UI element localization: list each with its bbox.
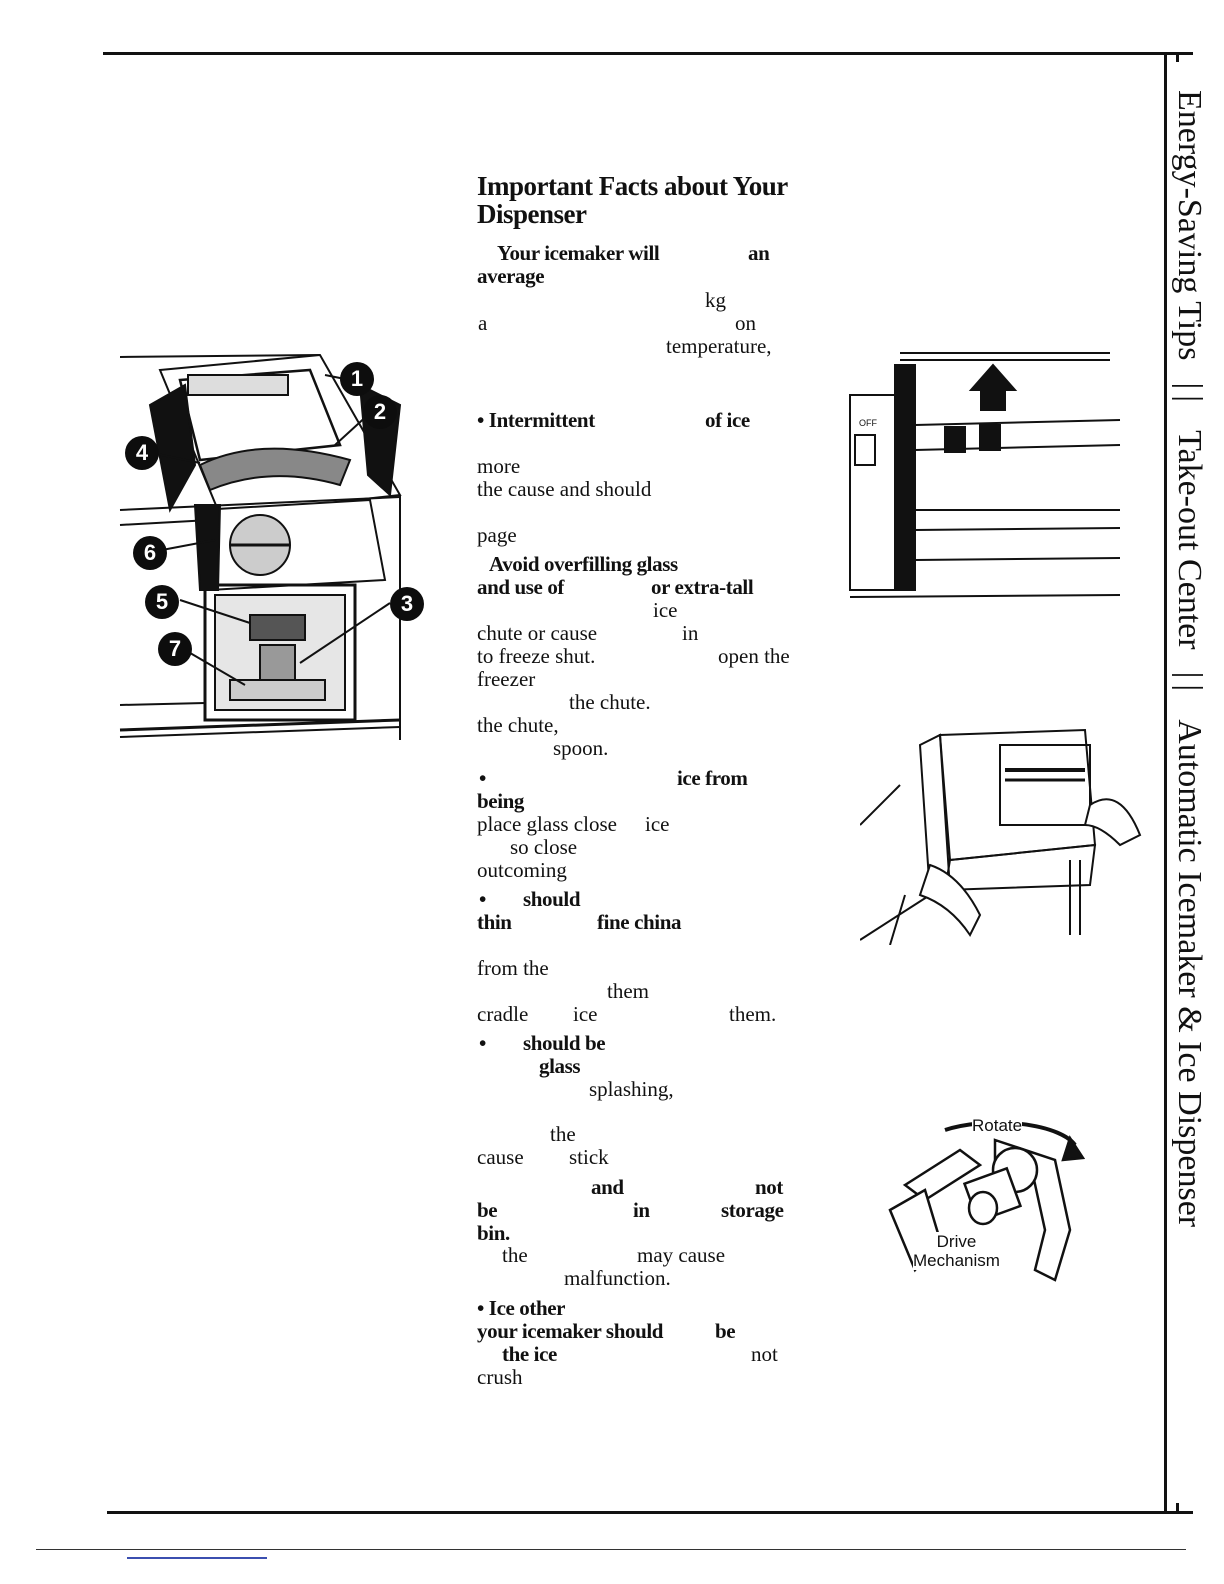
section-side-tab: Energy-Saving Tips || Take-out Center ||… (1170, 90, 1208, 1227)
side-tab-take-out: Take-out Center (1171, 430, 1208, 650)
text-fragment: ice from (677, 766, 748, 790)
drive-mechanism-label: Drive Mechanism (913, 1232, 1000, 1270)
text-fragment: cradle (477, 1002, 529, 1026)
dispenser-cutaway-drawing (119, 353, 402, 740)
text-fragment: ice (653, 598, 678, 622)
text-fragment: • (479, 1031, 486, 1055)
text-fragment: kg (705, 288, 726, 312)
text-fragment: • Intermittent (477, 408, 595, 432)
side-tab-energy-saving: Energy-Saving Tips (1171, 90, 1208, 361)
text-fragment: outcoming (477, 858, 567, 882)
text-fragment: and use of (477, 575, 565, 599)
text-fragment: the (550, 1122, 576, 1146)
text-fragment: glass (539, 1054, 581, 1078)
side-tab-separator: || (1171, 382, 1208, 409)
text-fragment: the cause and should (477, 477, 652, 501)
footer-rule (36, 1549, 1186, 1550)
text-fragment: on (735, 311, 756, 335)
text-fragment: • Ice other (477, 1296, 566, 1320)
section-title: Important Facts about Your Dispenser (477, 172, 788, 228)
callout-4: 4 (125, 436, 159, 470)
text-fragment: an (748, 241, 770, 265)
text-fragment: should (523, 887, 581, 911)
text-fragment: them (607, 979, 649, 1003)
drive-mechanism-illustration: Rotate Drive Mechanism (885, 1090, 1085, 1290)
text-fragment: the chute. (569, 690, 651, 714)
ice-bin-lift-drawing (849, 352, 1121, 598)
text-fragment: or extra-tall (651, 575, 754, 599)
rotate-label: Rotate (972, 1116, 1023, 1135)
bottom-page-rule (107, 1511, 1193, 1514)
text-fragment: malfunction. (564, 1266, 671, 1290)
text-fragment: page (477, 523, 517, 547)
text-fragment: stick (569, 1145, 609, 1169)
text-fragment: average (477, 264, 545, 288)
text-fragment: temperature, (666, 334, 772, 358)
text-fragment: them. (729, 1002, 777, 1026)
text-fragment: • (479, 766, 486, 790)
text-fragment: and (591, 1175, 624, 1199)
text-fragment: Your icemaker will (497, 241, 660, 265)
right-vertical-rule (1164, 54, 1167, 1514)
text-fragment: the (502, 1243, 528, 1267)
right-tick-bottom (1176, 1503, 1179, 1514)
text-fragment: more (477, 454, 521, 478)
right-tick-top (1176, 52, 1179, 62)
ice-bin-lift-illustration: OFF (845, 345, 1130, 605)
text-fragment: freezer (477, 667, 536, 691)
text-fragment: to freeze shut. (477, 644, 596, 668)
side-tab-icemaker: Automatic Icemaker & Ice Dispenser (1171, 719, 1208, 1228)
text-fragment: chute or cause (477, 621, 598, 645)
drive-label-line1: Drive (936, 1232, 977, 1251)
text-fragment: be (477, 1198, 498, 1222)
off-switch-label: OFF (859, 418, 877, 428)
text-fragment: thin (477, 910, 512, 934)
text-fragment: a (478, 311, 488, 335)
text-fragment: may cause (637, 1243, 726, 1267)
callout-3: 3 (390, 587, 424, 621)
text-fragment: from the (477, 956, 549, 980)
text-fragment: spoon. (553, 736, 609, 760)
text-fragment: place glass close (477, 812, 617, 836)
dispenser-cutaway-illustration: 1 2 3 4 5 6 7 (100, 345, 440, 755)
text-fragment: should be (523, 1031, 606, 1055)
callout-5: 5 (145, 585, 179, 619)
text-fragment: crush (477, 1365, 523, 1389)
callout-1: 1 (340, 362, 374, 396)
text-fragment: storage (721, 1198, 784, 1222)
drive-label-line2: Mechanism (913, 1251, 1000, 1270)
text-fragment: ice (573, 1002, 598, 1026)
text-fragment: not (751, 1342, 778, 1366)
text-fragment: in (682, 621, 699, 645)
text-fragment: cause (477, 1145, 524, 1169)
text-fragment: the chute, (477, 713, 559, 737)
section-title-line-2: Dispenser (477, 199, 587, 229)
text-fragment: of ice (705, 408, 750, 432)
text-fragment: so close (510, 835, 578, 859)
text-fragment: not (755, 1175, 783, 1199)
remove-ice-bin-illustration (860, 725, 1160, 945)
callout-7: 7 (158, 632, 192, 666)
callout-2: 2 (363, 395, 397, 429)
text-fragment: ice (645, 812, 670, 836)
text-fragment: your icemaker should (477, 1319, 664, 1343)
top-rule (103, 52, 1193, 55)
drive-mechanism-drawing (888, 1120, 1085, 1282)
callout-6: 6 (133, 536, 167, 570)
text-fragment: the ice (502, 1342, 557, 1366)
remove-ice-bin-drawing (860, 728, 1142, 945)
text-fragment: in (633, 1198, 650, 1222)
text-fragment: being (477, 789, 525, 813)
text-fragment: fine china (597, 910, 682, 934)
footer-link-underline (127, 1557, 267, 1559)
text-fragment: be (715, 1319, 736, 1343)
section-title-line-1: Important Facts about Your (477, 171, 788, 201)
side-tab-separator: || (1171, 671, 1208, 698)
text-fragment: • (479, 887, 486, 911)
text-fragment: Avoid overfilling glass (489, 552, 678, 576)
text-fragment: splashing, (589, 1077, 674, 1101)
text-fragment: open the (718, 644, 790, 668)
text-fragment: bin. (477, 1221, 510, 1245)
